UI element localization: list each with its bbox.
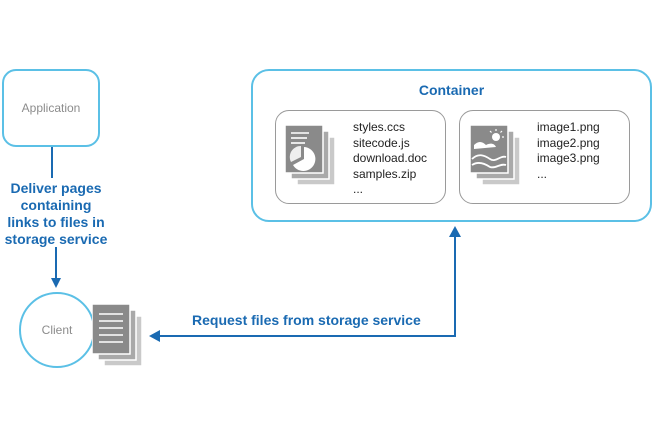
file-name: styles.ccs bbox=[353, 120, 406, 134]
container-arrowhead bbox=[449, 226, 461, 237]
container-node bbox=[251, 69, 652, 222]
file-name: ... bbox=[537, 166, 548, 181]
file-name: samples.zip bbox=[353, 166, 417, 181]
deliver-label-line: storage service bbox=[4, 231, 108, 247]
documents-icon bbox=[92, 304, 143, 367]
file-name: image3.png bbox=[537, 151, 600, 165]
container-title: Container bbox=[418, 82, 485, 98]
deliver-pages-label: Deliver pages containing links to files … bbox=[0, 180, 112, 248]
deliver-label-line: Deliver pages bbox=[10, 180, 102, 196]
file-name: image1.png bbox=[537, 120, 600, 134]
file-name: ... bbox=[353, 182, 364, 196]
client-node: Client bbox=[19, 292, 95, 368]
file-name: download.doc bbox=[353, 151, 428, 165]
request-files-label: Request files from storage service bbox=[192, 312, 421, 328]
client-label: Client bbox=[41, 323, 73, 337]
file-name: image2.png bbox=[537, 135, 600, 150]
client-arrowhead bbox=[149, 330, 160, 342]
application-label: Application bbox=[21, 101, 81, 115]
documents-file-list: styles.ccs sitecode.js download.doc samp… bbox=[353, 120, 427, 198]
images-file-list: image1.png image2.png image3.png ... bbox=[537, 120, 600, 182]
application-node: Application bbox=[2, 69, 100, 147]
chart-document-icon bbox=[285, 125, 336, 186]
deliver-label-line: containing bbox=[20, 197, 92, 213]
request-connector-line bbox=[160, 236, 456, 337]
deliver-label-line: links to files in bbox=[7, 214, 105, 230]
file-name: sitecode.js bbox=[353, 135, 410, 150]
image-document-icon bbox=[470, 125, 521, 186]
